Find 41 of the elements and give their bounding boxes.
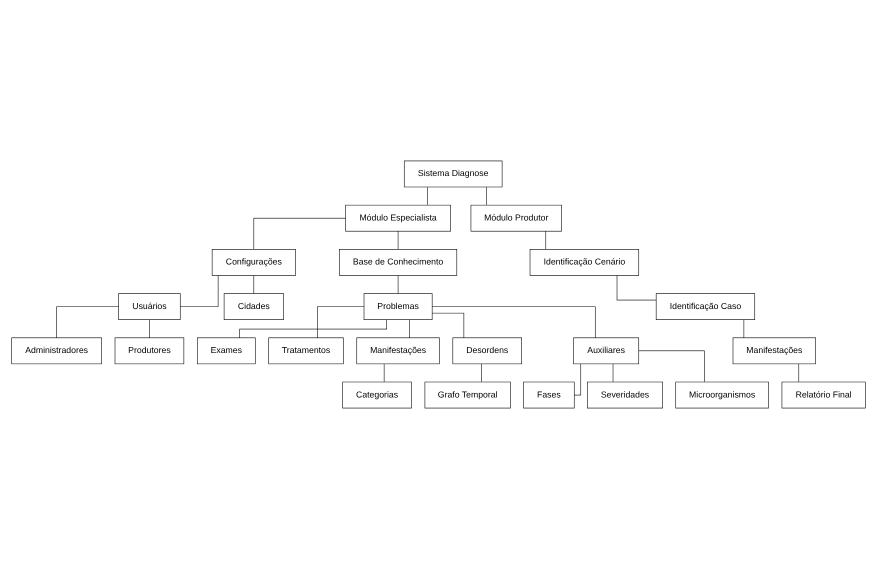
node-box: Produtores xyxy=(114,337,184,364)
node-box: Módulo Produtor xyxy=(470,204,562,232)
node-box: Severidades xyxy=(587,382,663,408)
connector xyxy=(574,364,582,396)
connector xyxy=(427,186,428,206)
node-box: Manifestações xyxy=(732,337,816,364)
node-box: Grafo Temporal xyxy=(424,382,511,408)
node-box: Relatório Final xyxy=(782,382,866,408)
connector xyxy=(638,350,705,382)
connector xyxy=(149,320,150,338)
node-box: Identificação Cenário xyxy=(530,249,640,276)
node-box: Identificação Caso xyxy=(656,293,756,320)
connector xyxy=(56,306,119,338)
node-box: Tratamentos xyxy=(268,337,344,364)
node-box: Configurações xyxy=(212,249,296,276)
node-box: Sistema Diagnose xyxy=(404,160,502,188)
connector xyxy=(432,306,596,338)
connector xyxy=(239,319,388,338)
node-box: Usuários xyxy=(118,293,181,320)
node-box: Problemas xyxy=(364,293,432,320)
connector xyxy=(486,186,487,206)
node-box: Fases xyxy=(523,382,575,408)
node-box: Microorganismos xyxy=(675,382,769,408)
node-box: Manifestações xyxy=(356,337,440,364)
connector xyxy=(798,364,800,382)
connector xyxy=(481,364,482,382)
node-box: Exames xyxy=(197,337,256,364)
node-box: Administradores xyxy=(11,337,102,364)
node-box: Desordens xyxy=(452,337,522,364)
node-box: Auxiliares xyxy=(573,337,640,364)
connector xyxy=(254,218,346,250)
node-box: Módulo Especialista xyxy=(345,204,451,232)
connector xyxy=(616,275,656,300)
connector xyxy=(612,364,614,382)
connector xyxy=(409,320,410,338)
connector xyxy=(317,306,364,338)
node-box: Categorias xyxy=(342,382,412,408)
connector xyxy=(180,275,218,307)
node-box: Cidades xyxy=(224,293,284,320)
connector xyxy=(432,312,464,338)
node-box: Base de Conhecimento xyxy=(339,249,458,276)
